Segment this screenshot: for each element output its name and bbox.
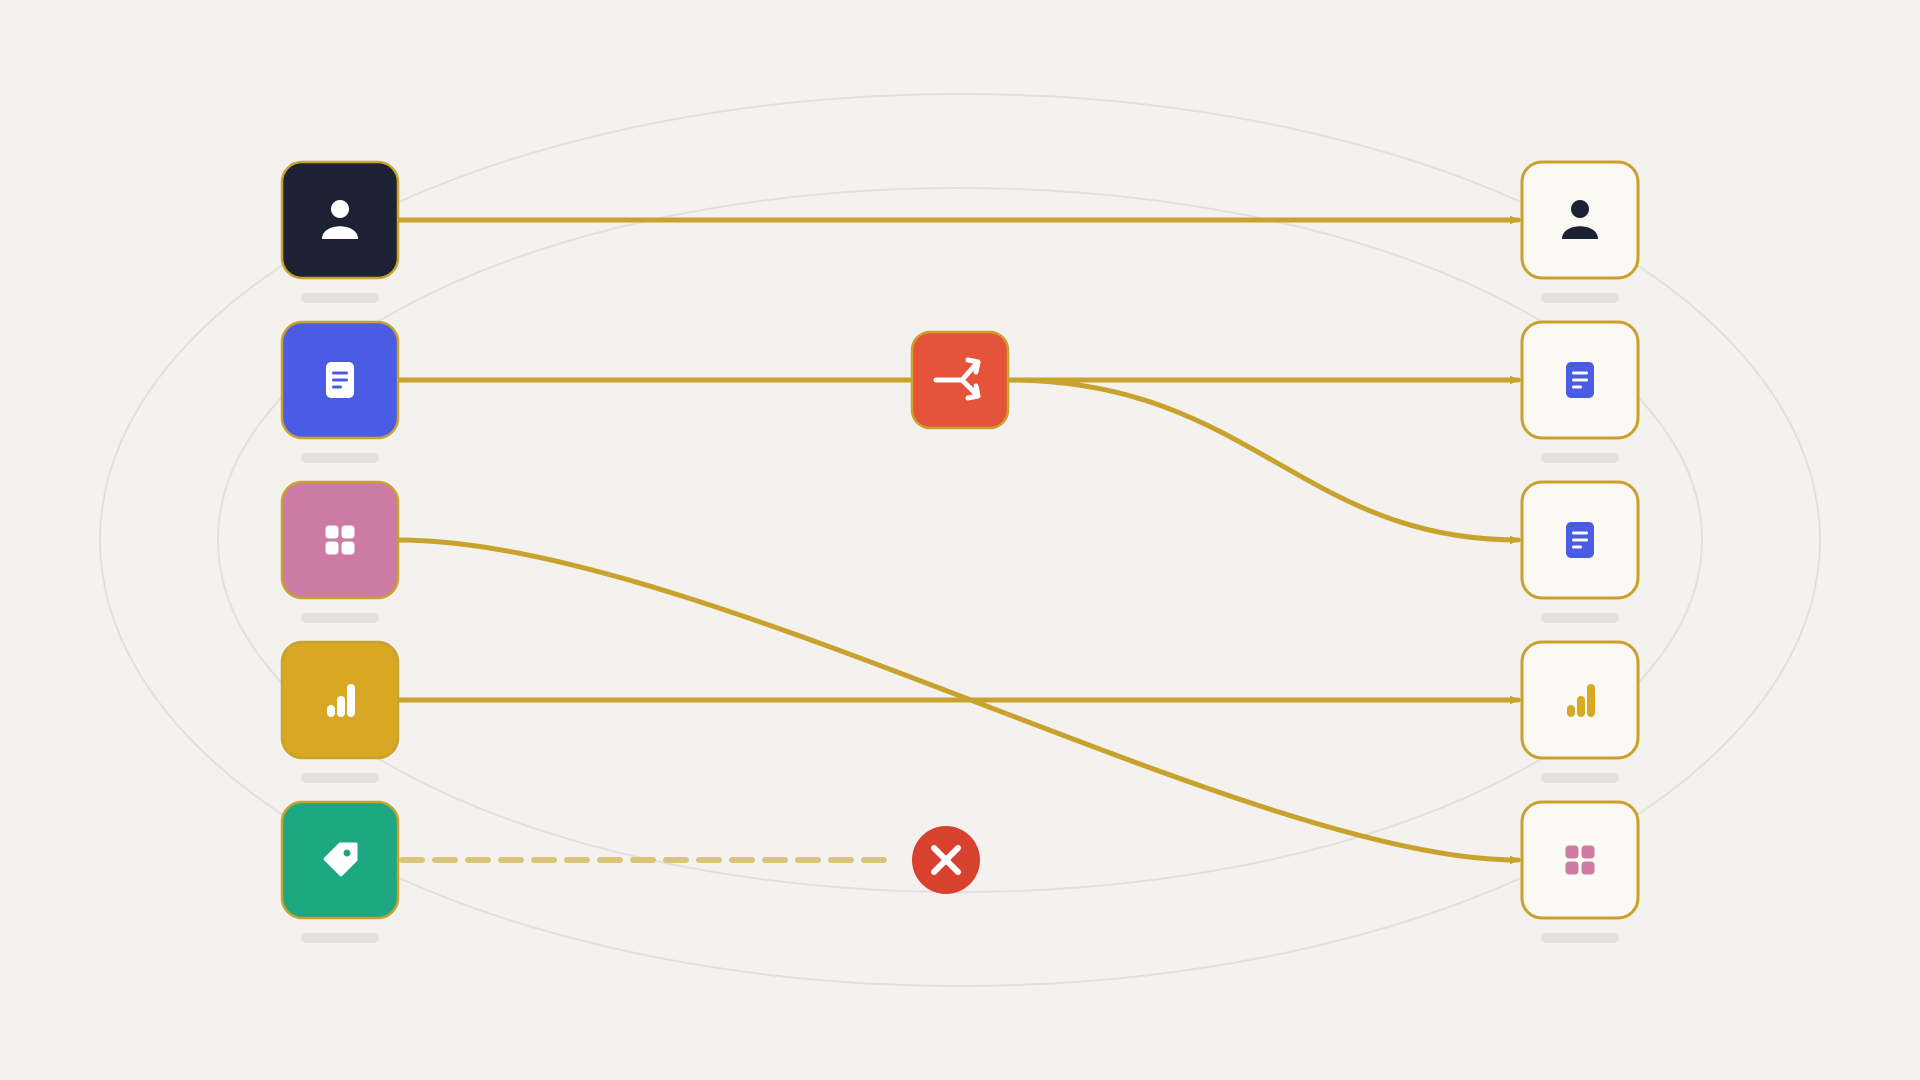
- source-node-frame: [280, 480, 400, 600]
- source-node-chart[interactable]: [280, 640, 400, 783]
- error-node[interactable]: [912, 826, 980, 894]
- source-label-placeholder: [301, 453, 379, 463]
- inner-ring: [217, 187, 1703, 893]
- bar-chart-icon: [1567, 684, 1595, 717]
- document-icon: [1566, 362, 1594, 398]
- source-node-tag[interactable]: [280, 800, 400, 943]
- bar-chart-icon: [327, 684, 355, 717]
- target-node-document-a[interactable]: [1520, 320, 1640, 463]
- source-node-user[interactable]: [280, 160, 400, 303]
- source-node-frame: [280, 160, 400, 280]
- target-node-document-b[interactable]: [1520, 480, 1640, 623]
- target-node-user[interactable]: [1520, 160, 1640, 303]
- outer-ring: [99, 93, 1821, 987]
- document-icon: [326, 362, 354, 398]
- background-rings: [99, 93, 1821, 987]
- target-node-frame: [1520, 160, 1640, 280]
- connectors: [395, 215, 1521, 865]
- target-label-placeholder: [1541, 933, 1619, 943]
- source-label-placeholder: [301, 933, 379, 943]
- nodes: [280, 160, 1640, 943]
- target-node-frame: [1520, 800, 1640, 920]
- grid-icon: [325, 525, 355, 555]
- split-arrows-icon: [933, 357, 981, 401]
- close-icon: [931, 845, 961, 875]
- target-node-grid[interactable]: [1520, 800, 1640, 943]
- merge-node[interactable]: [910, 330, 1010, 430]
- source-node-document[interactable]: [280, 320, 400, 463]
- target-label-placeholder: [1541, 453, 1619, 463]
- source-node-grid[interactable]: [280, 480, 400, 623]
- tag-icon: [323, 842, 358, 877]
- target-label-placeholder: [1541, 293, 1619, 303]
- document-icon: [1566, 522, 1594, 558]
- source-label-placeholder: [301, 613, 379, 623]
- source-label-placeholder: [301, 293, 379, 303]
- target-label-placeholder: [1541, 773, 1619, 783]
- grid-icon: [1565, 845, 1595, 875]
- target-label-placeholder: [1541, 613, 1619, 623]
- person-icon: [1562, 200, 1598, 239]
- target-node-chart[interactable]: [1520, 640, 1640, 783]
- source-label-placeholder: [301, 773, 379, 783]
- connector-merge-to-document-b: [1005, 377, 1521, 545]
- person-icon: [322, 200, 358, 239]
